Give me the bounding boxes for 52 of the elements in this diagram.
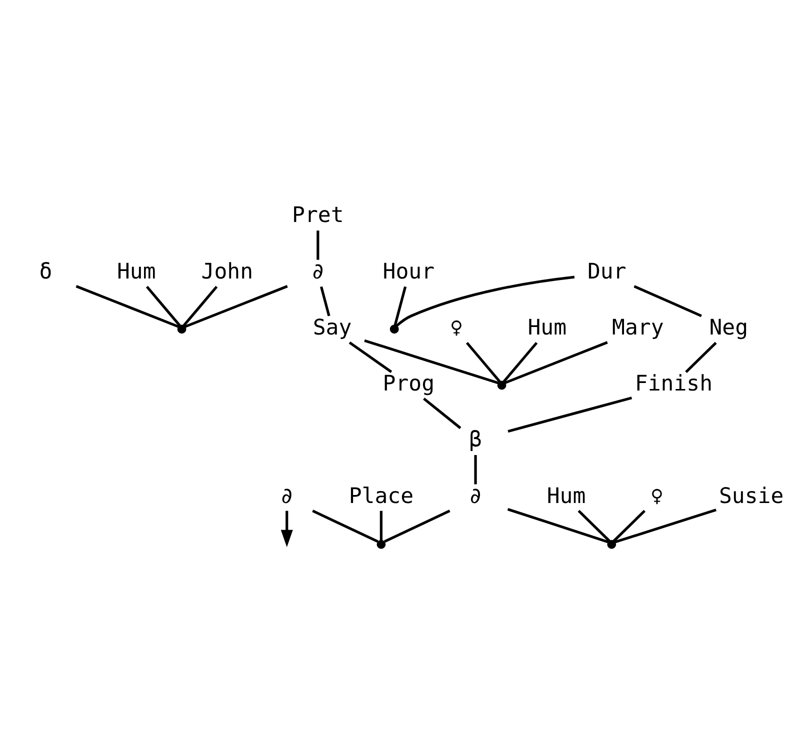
node-text: Hum (528, 314, 567, 340)
node-text: ∂ (311, 258, 324, 284)
node-circle (376, 539, 386, 548)
connector (364, 338, 499, 384)
connector (348, 340, 392, 372)
connector (182, 285, 218, 326)
connector (614, 508, 716, 543)
node-text: Mary (612, 314, 664, 340)
node-text: δ (39, 258, 52, 284)
node-circle (607, 539, 616, 548)
arrow (280, 510, 293, 547)
connector (578, 509, 610, 542)
connector (312, 509, 378, 542)
node-text: ∂ (280, 483, 294, 508)
node-text: Say (312, 314, 352, 340)
connector (466, 341, 501, 382)
node-text: Hum (546, 483, 586, 508)
connector (508, 396, 632, 432)
node-text: Prog (382, 371, 435, 396)
connector (612, 509, 646, 542)
node-text: ∂ (469, 483, 482, 508)
node-circle (390, 324, 399, 334)
connector (507, 508, 609, 543)
connector (184, 284, 288, 328)
node-text: ♀ (450, 314, 463, 340)
connector (316, 230, 320, 260)
connector (685, 341, 717, 372)
node-circle (177, 324, 186, 334)
node-text: Finish (634, 371, 713, 396)
connector (394, 286, 407, 325)
connector (76, 284, 180, 328)
connector (634, 284, 702, 317)
node-text: Hum (117, 258, 156, 284)
connector (384, 509, 450, 542)
connector (396, 275, 575, 326)
node-circle (497, 380, 506, 390)
node-text: Hour (382, 258, 435, 284)
node-text: Pret (292, 202, 344, 228)
node-text: ♀ (650, 483, 664, 508)
node-text: Dur (587, 258, 626, 284)
node-text: Place (348, 483, 414, 508)
connector (146, 285, 181, 326)
connector (320, 286, 330, 316)
node-text: Neg (709, 314, 748, 340)
connector (380, 510, 382, 540)
node-text: Susie (718, 483, 784, 508)
node-text: John (201, 258, 254, 284)
connector (502, 341, 538, 382)
connector (423, 397, 462, 429)
connector (504, 340, 608, 384)
connector (474, 454, 477, 484)
node-text: β (469, 427, 482, 452)
